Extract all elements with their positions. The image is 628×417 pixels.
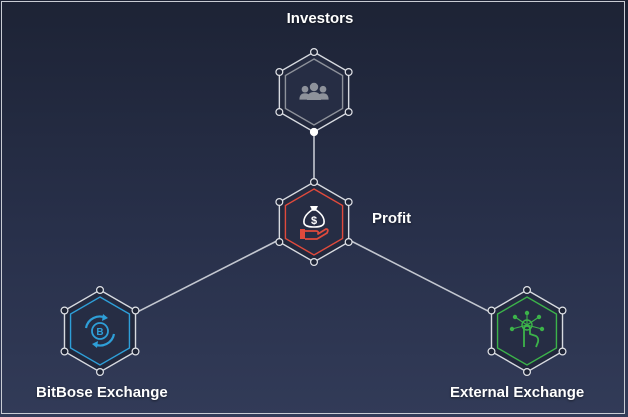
hex-inner-external	[496, 296, 558, 366]
hex-vertex-dot	[310, 47, 319, 56]
hex-vertex-dot	[60, 306, 69, 315]
hex-vertex-dot	[310, 178, 319, 187]
junction-dot	[309, 127, 319, 137]
hex-vertex-dot	[60, 347, 69, 356]
hex-vertex-dot	[344, 198, 353, 207]
hex-vertex-dot	[487, 306, 496, 315]
node-investors	[275, 47, 353, 137]
hex-vertex-dot	[275, 67, 284, 76]
node-label-profit: Profit	[372, 210, 412, 227]
hex-vertex-dot	[522, 368, 531, 377]
hex-vertex-dot	[95, 368, 104, 377]
people-group-icon	[299, 82, 329, 100]
hex-vertex-dot	[131, 306, 140, 315]
hex-vertex-dot	[344, 238, 353, 247]
hex-vertex-dot	[275, 238, 284, 247]
hex-vertex-dot	[344, 107, 353, 116]
hex-vertex-dot	[344, 67, 353, 76]
hex-vertex-dot	[487, 347, 496, 356]
node-label-bitbose: BitBose Exchange	[36, 384, 168, 401]
node-label-investors: Investors	[286, 10, 354, 27]
hex-vertex-dot	[310, 258, 319, 267]
hex-inner-bitbose	[69, 296, 131, 366]
node-profit: $	[275, 178, 353, 267]
hex-vertex-dot	[95, 286, 104, 295]
hex-vertex-dot	[522, 286, 531, 295]
node-external	[487, 286, 567, 377]
hex-vertex-dot	[131, 347, 140, 356]
svg-text:B: B	[96, 327, 103, 338]
hex-vertex-dot	[558, 306, 567, 315]
hex-vertex-dot	[275, 198, 284, 207]
money-bag-hand-icon: $	[300, 206, 329, 240]
bitcoin-exchange-icon: B	[84, 314, 116, 348]
hex-vertex-dot	[275, 107, 284, 116]
node-label-external: External Exchange	[450, 384, 585, 401]
hex-vertex-dot	[558, 347, 567, 356]
svg-text:$: $	[311, 215, 317, 227]
touch-network-icon	[509, 310, 545, 348]
hex-inner-profit	[284, 188, 344, 256]
node-bitbose: B	[60, 286, 140, 377]
